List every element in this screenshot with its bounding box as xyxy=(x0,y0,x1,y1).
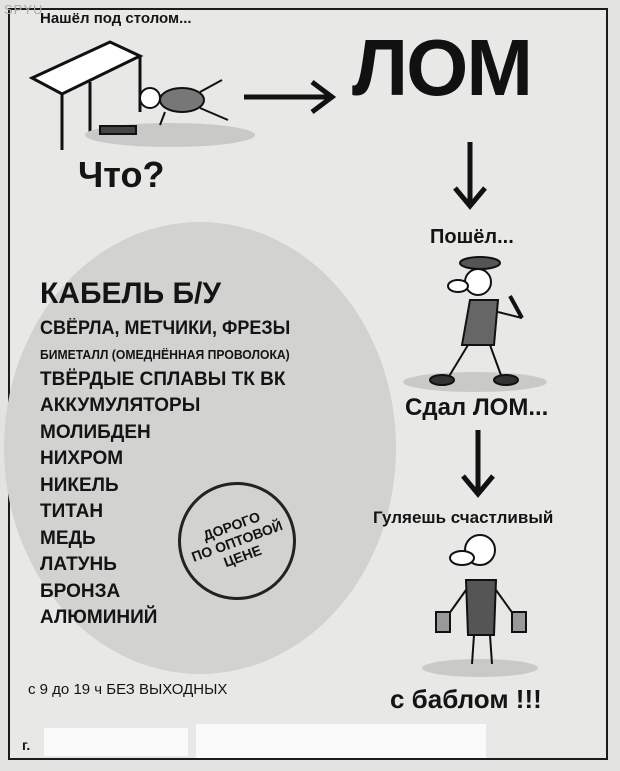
city-prefix: г. xyxy=(22,737,31,753)
arrow-down-icon xyxy=(453,142,487,210)
crawling-man-illustration xyxy=(99,79,229,135)
background-circle xyxy=(4,222,396,674)
man-with-crowbar-illustration xyxy=(429,256,524,386)
arrow-down-icon-2 xyxy=(461,430,495,498)
happy-man-illustration xyxy=(435,534,527,665)
lom-title: ЛОМ xyxy=(352,23,533,112)
list-item: МОЛИБДЕН xyxy=(40,421,151,443)
list-item: НИКЕЛЬ xyxy=(40,474,119,496)
sold-caption: Сдал ЛОМ... xyxy=(405,394,549,421)
walking-caption: Гуляешь счастливый xyxy=(373,508,554,527)
scrap-list: КАБЕЛЬ Б/У СВЁРЛА, МЕТЧИКИ, ФРЕЗЫ БИМЕТА… xyxy=(40,276,307,632)
list-item: НИХРОМ xyxy=(40,448,124,469)
went-caption: Пошёл... xyxy=(430,226,514,248)
watermark-text: SPYU xyxy=(4,2,44,17)
found-caption: Нашёл под столом... xyxy=(40,10,192,27)
list-item: МЕДЬ xyxy=(40,527,96,549)
list-item: ЛАТУНЬ xyxy=(40,554,117,575)
floor-shadow-3 xyxy=(422,659,538,677)
arrow-right-icon xyxy=(244,80,337,114)
floor-shadow-2 xyxy=(403,372,547,392)
redacted-block xyxy=(44,728,188,756)
list-item: АККУМУЛЯТОРЫ xyxy=(40,395,201,416)
with-cash-caption: с баблом !!! xyxy=(390,684,542,714)
table-illustration xyxy=(28,40,144,150)
list-item: ТИТАН xyxy=(40,501,104,522)
list-item: АЛЮМИНИЙ xyxy=(40,607,158,628)
list-item: БРОНЗА xyxy=(40,580,121,602)
list-heading: КАБЕЛЬ Б/У xyxy=(40,277,222,310)
question-text: Что? xyxy=(78,154,165,195)
working-hours: с 9 до 19 ч БЕЗ ВЫХОДНЫХ xyxy=(28,681,228,698)
list-item: БИМЕТАЛЛ (ОМЕДНЁННАЯ ПРОВОЛОКА) xyxy=(40,346,290,362)
list-item: ТВЁРДЫЕ СПЛАВЫ ТК ВК xyxy=(40,368,286,390)
list-item: СВЁРЛА, МЕТЧИКИ, ФРЕЗЫ xyxy=(40,318,291,339)
redacted-block-2 xyxy=(196,724,486,758)
